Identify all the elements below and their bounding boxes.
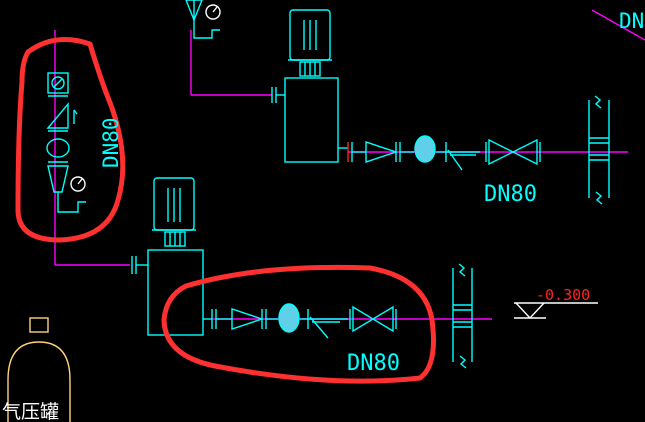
tank-label: 气压罐 — [2, 401, 59, 422]
branch-lines — [54, 9, 645, 320]
elevation-label: -0.300 — [536, 286, 590, 304]
pump-upper — [271, 9, 339, 163]
gauge-top — [185, 0, 221, 39]
wall-lower — [452, 263, 473, 369]
valve-assembly-left — [46, 72, 86, 213]
highlight-annotations — [15, 37, 436, 384]
pressure-tank — [7, 317, 71, 422]
dn-label-vertical: DN80 — [99, 117, 123, 168]
pipeline-lower — [203, 303, 397, 339]
dn-label-lower: DN80 — [347, 351, 400, 376]
dn-label-upper: DN80 — [484, 182, 537, 207]
pipeline-upper — [338, 135, 541, 171]
wall-upper — [588, 95, 610, 205]
elevation-marker — [514, 302, 598, 320]
pump-lower — [131, 177, 204, 336]
dn-label-corner: DN — [619, 9, 644, 33]
